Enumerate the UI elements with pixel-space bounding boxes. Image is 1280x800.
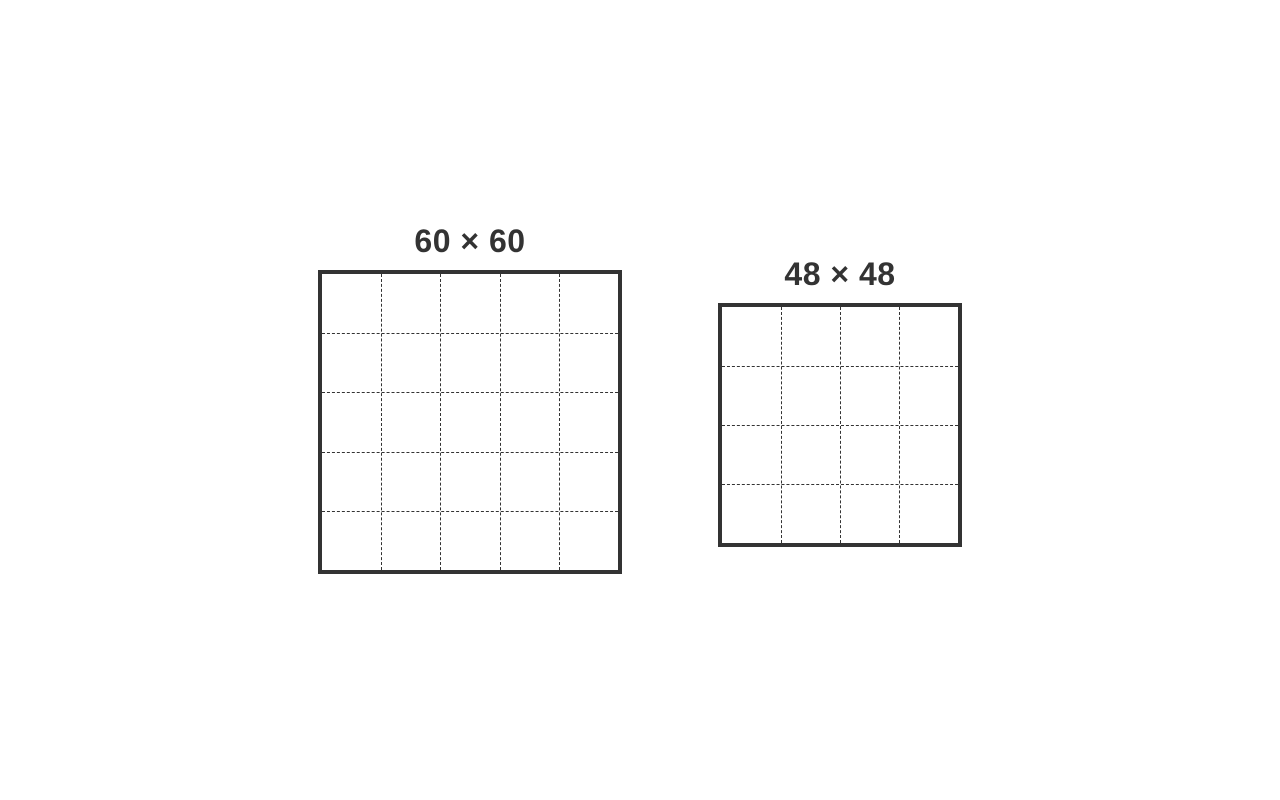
grid-48-diagram: 48 × 48	[718, 255, 962, 547]
grid-horizontal-divider	[322, 392, 618, 393]
grid-horizontal-divider	[722, 425, 958, 426]
grid-vertical-divider	[500, 274, 501, 570]
grid-60-frame	[318, 270, 622, 574]
grid-48-label: 48 × 48	[784, 256, 896, 292]
grid-horizontal-divider	[322, 333, 618, 334]
grid-48-frame	[718, 303, 962, 547]
grid-horizontal-divider	[322, 511, 618, 512]
grid-horizontal-divider	[322, 452, 618, 453]
grid-vertical-divider	[381, 274, 382, 570]
grid-vertical-divider	[559, 274, 560, 570]
grid-horizontal-divider	[722, 484, 958, 485]
grid-vertical-divider	[440, 274, 441, 570]
grid-60-diagram: 60 × 60	[318, 222, 622, 574]
grid-vertical-divider	[899, 307, 900, 543]
grid-60-label: 60 × 60	[414, 223, 526, 259]
